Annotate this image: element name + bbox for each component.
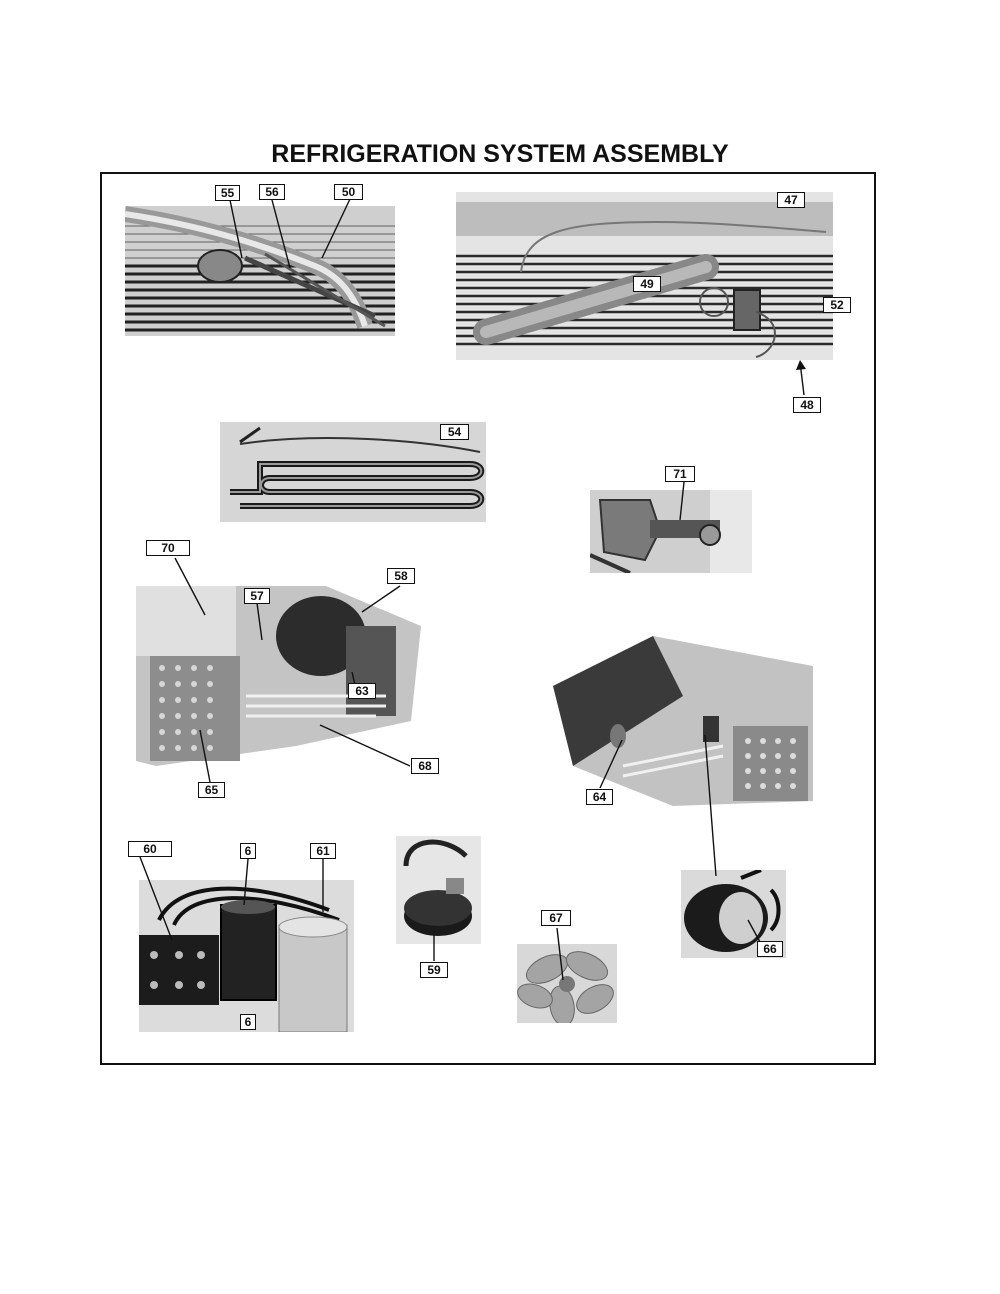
callout-52: 52 bbox=[823, 297, 851, 313]
photo-valve bbox=[590, 490, 752, 573]
callout-68: 68 bbox=[411, 758, 439, 774]
callout-67: 67 bbox=[541, 910, 571, 926]
callout-47: 47 bbox=[777, 192, 805, 208]
callout-48: 48 bbox=[793, 397, 821, 413]
callout-61: 61 bbox=[310, 843, 336, 859]
callout-70: 70 bbox=[146, 540, 190, 556]
callout-55: 55 bbox=[215, 185, 240, 201]
page-title: REFRIGERATION SYSTEM ASSEMBLY bbox=[271, 140, 729, 168]
photo-fan-blade bbox=[517, 944, 617, 1023]
callout-66: 66 bbox=[757, 941, 783, 957]
diagram-frame bbox=[100, 172, 876, 1065]
photo-unit-assembly-right bbox=[553, 636, 813, 806]
callout-58: 58 bbox=[387, 568, 415, 584]
callout-50: 50 bbox=[334, 184, 363, 200]
callout-65: 65 bbox=[198, 782, 225, 798]
photo-overload-protector bbox=[396, 836, 481, 944]
callout-6-top: 6 bbox=[240, 843, 256, 859]
callout-71: 71 bbox=[665, 466, 695, 482]
callout-57: 57 bbox=[244, 588, 270, 604]
callout-59: 59 bbox=[420, 962, 448, 978]
photo-evaporator-coil bbox=[456, 192, 833, 360]
callout-49: 49 bbox=[633, 276, 661, 292]
callout-60: 60 bbox=[128, 841, 172, 857]
callout-56: 56 bbox=[259, 184, 285, 200]
callout-63: 63 bbox=[348, 683, 376, 699]
callout-6-bottom: 6 bbox=[240, 1014, 256, 1030]
callout-64: 64 bbox=[586, 789, 613, 805]
photo-condenser-tubing bbox=[125, 206, 395, 336]
photo-capacitors bbox=[139, 880, 354, 1032]
callout-54: 54 bbox=[440, 424, 469, 440]
photo-unit-assembly-left bbox=[136, 586, 421, 766]
